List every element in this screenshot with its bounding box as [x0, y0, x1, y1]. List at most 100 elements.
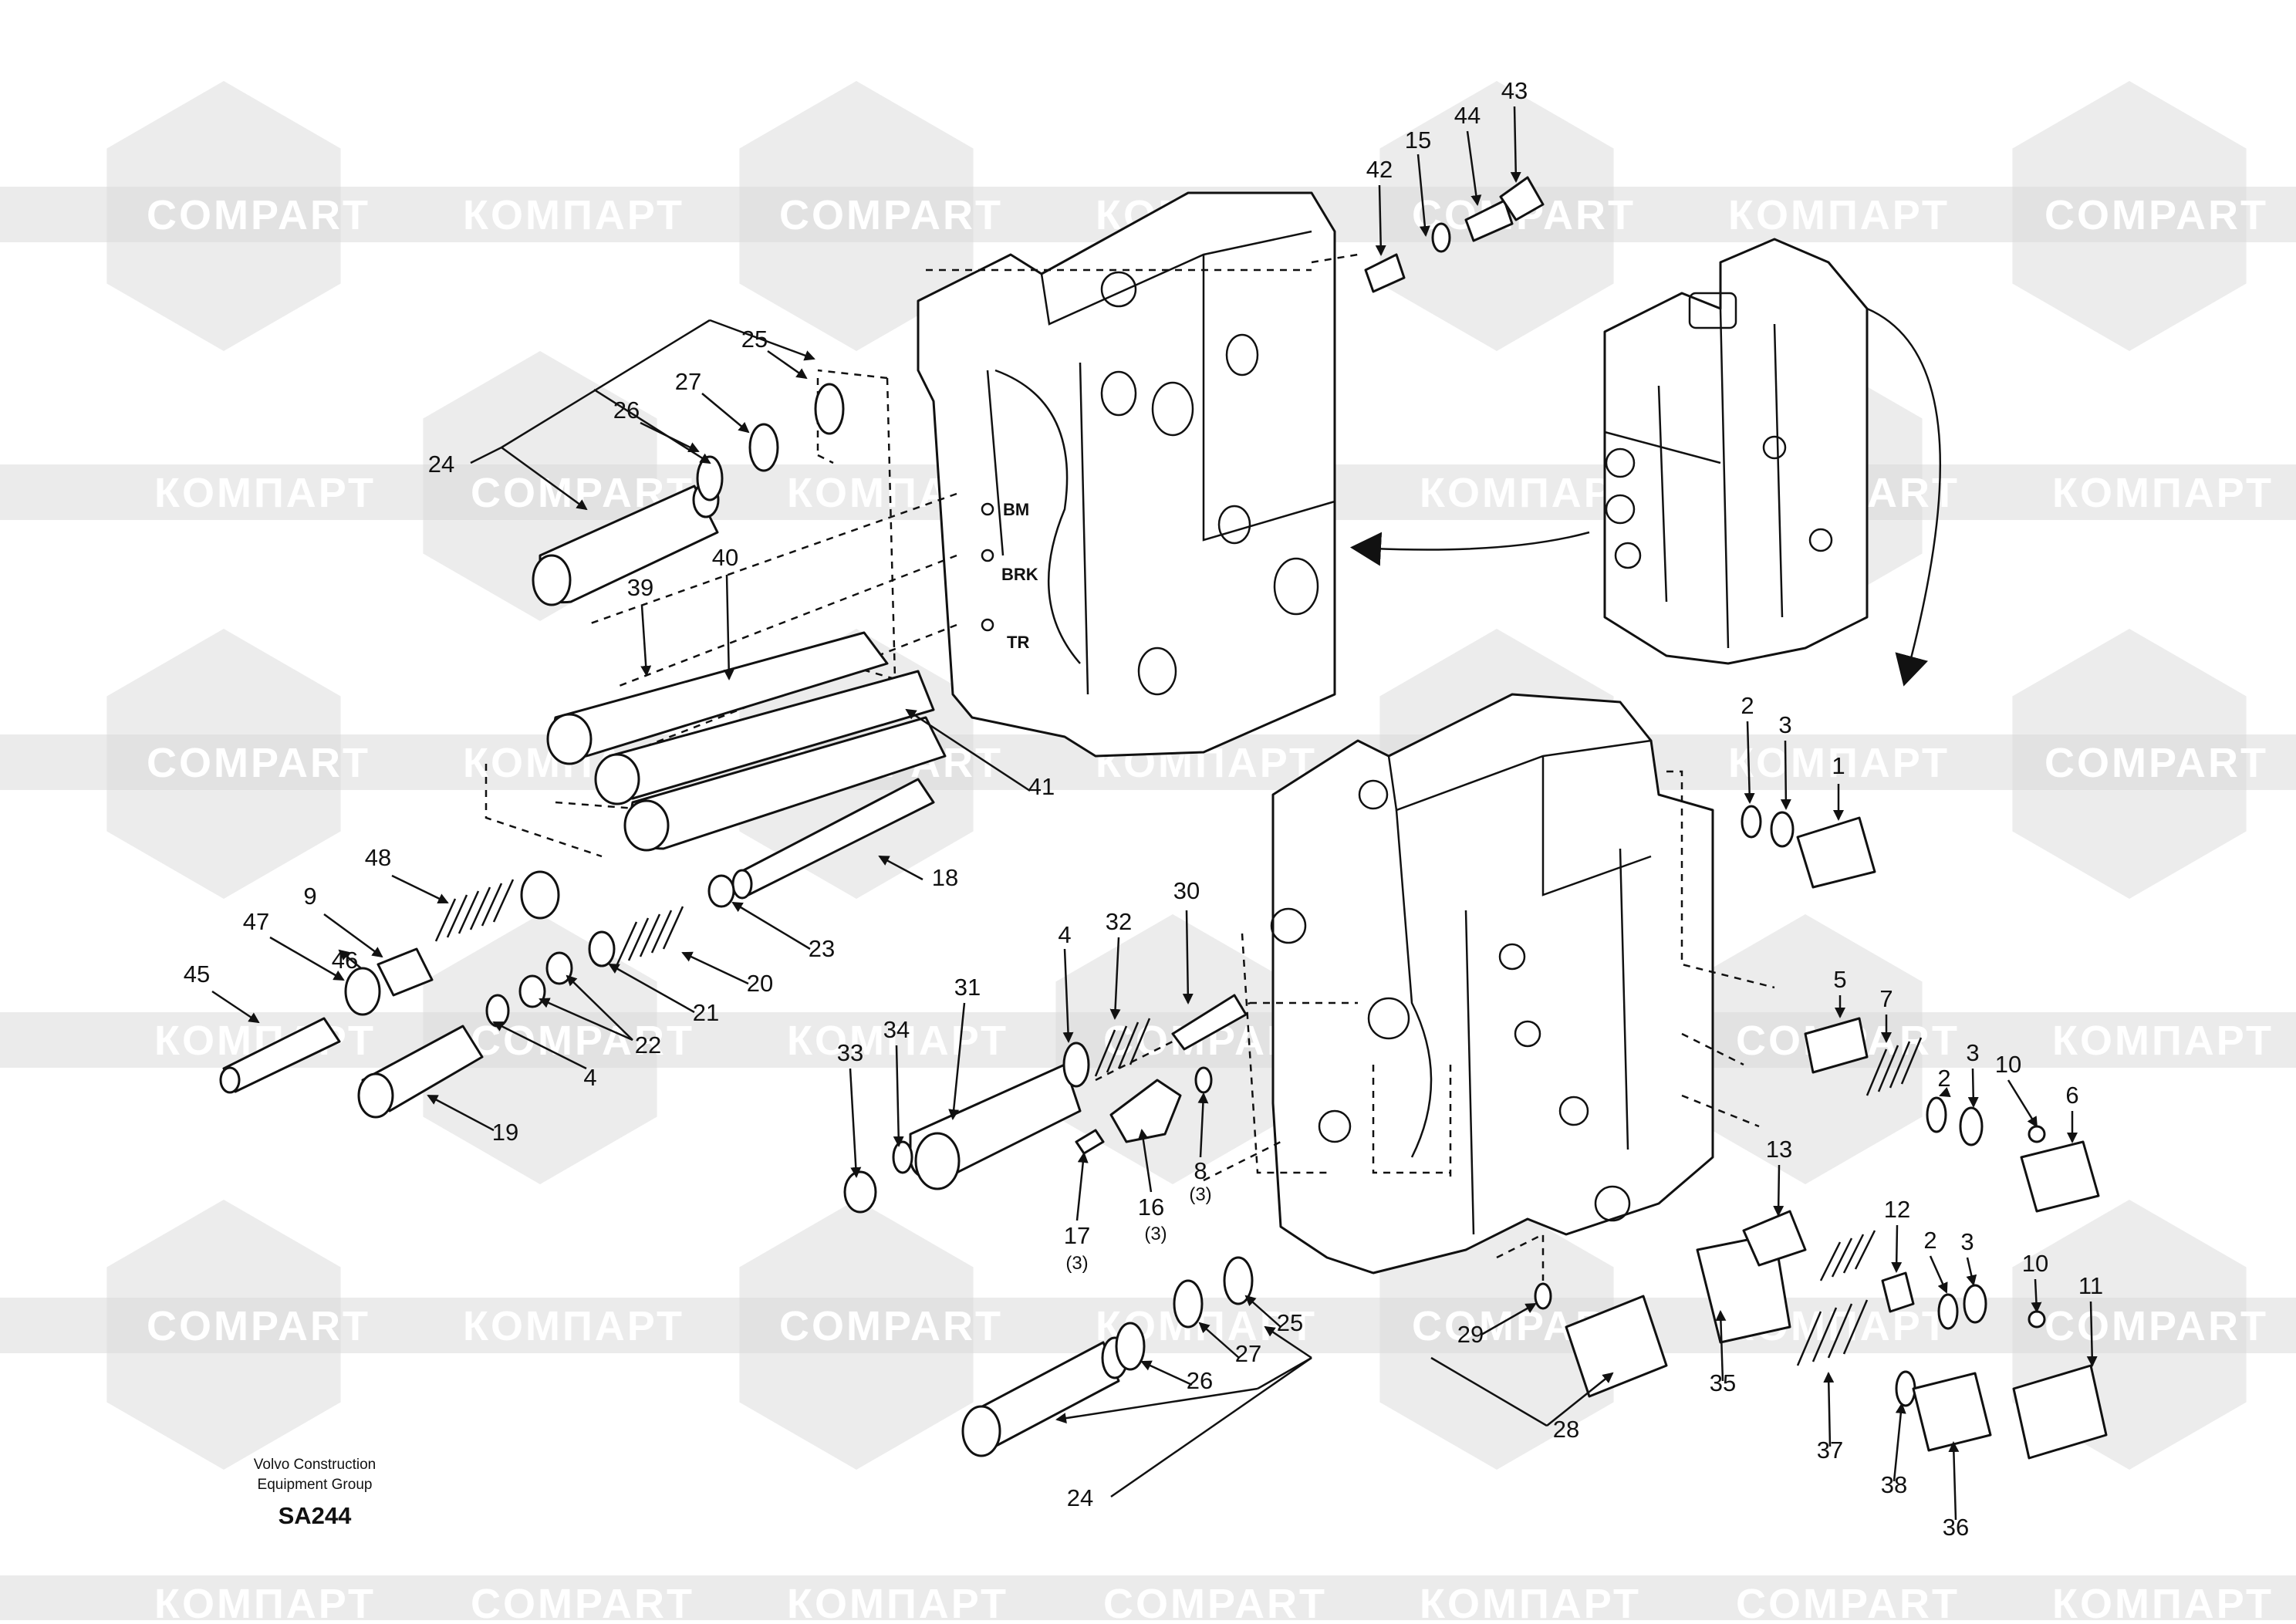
callout-label: 25: [1277, 1309, 1303, 1336]
callout-leader-line: [1773, 1164, 1784, 1217]
callout-leader-line: [1062, 948, 1074, 1043]
watermark-text: COMPART: [147, 740, 370, 786]
callout-leader-line: [731, 901, 811, 950]
callout-leader-line: [1075, 1152, 1089, 1221]
callout-label: 36: [1943, 1514, 1969, 1541]
callout-label: 15: [1405, 127, 1431, 154]
callout-leader-line: [2031, 1278, 2042, 1313]
valve-block-lower: [1270, 693, 1714, 1275]
watermark-text: COMPART: [779, 192, 1003, 238]
callout-label: (3): [1189, 1184, 1211, 1205]
dashed-guide-lines: [485, 253, 1775, 1281]
callout-leader-line: [427, 1094, 495, 1132]
credit-line-1: Volvo Construction: [254, 1457, 376, 1473]
callout-leader-line: [1481, 1302, 1537, 1336]
callout-label: 3: [1966, 1039, 1979, 1066]
callout-label: 10: [1995, 1051, 2021, 1078]
big-arrow-to-valve: [1350, 531, 1590, 566]
callout-leader-line: [905, 708, 1031, 792]
callout-label: 13: [1766, 1136, 1792, 1163]
callout-leader-line: [391, 874, 449, 904]
callout-label: 18: [932, 864, 958, 891]
callout-label: 39: [627, 574, 653, 601]
callout-label: 3: [1778, 711, 1791, 738]
callout-label: 30: [1173, 877, 1200, 904]
watermark-text: COMPART: [471, 1018, 694, 1064]
callout-label: 7: [1879, 985, 1893, 1012]
bracket-leader-line: [1264, 1325, 1312, 1359]
callout-leader-line: [1109, 937, 1121, 1020]
watermark-text: КОМПАРТ: [1420, 470, 1641, 516]
callout-leader-line: [2086, 1301, 2098, 1367]
watermark-text: КОМПАРТ: [2052, 470, 2274, 516]
drawing-code: SA244: [279, 1502, 353, 1529]
callout-label: 23: [809, 935, 835, 962]
callout-label: 42: [1366, 156, 1393, 183]
callout-leader-line: [211, 990, 260, 1024]
callout-leader-line: [1893, 1403, 1906, 1482]
callout-label: 2: [1923, 1227, 1936, 1254]
callout-leader-line: [878, 855, 923, 881]
callout-label: 27: [1235, 1340, 1261, 1367]
watermark-text: COMPART: [2044, 1303, 2268, 1349]
callout-leader-line: [1182, 910, 1194, 1004]
callout-label: 25: [741, 326, 768, 353]
watermark-text: КОМПАРТ: [787, 1581, 1008, 1620]
callout-leader-line: [1715, 1310, 1727, 1382]
watermark-text: КОМПАРТ: [154, 470, 376, 516]
callout-label: 41: [1028, 773, 1055, 800]
callout-leader-line: [1466, 130, 1482, 206]
callout-label: 16: [1138, 1194, 1164, 1221]
callout-leader-line: [893, 1045, 904, 1147]
callout-label: 20: [747, 970, 773, 997]
callout-leader-line: [1891, 1224, 1903, 1273]
callout-leader-line: [948, 1002, 966, 1120]
callout-leader-line: [849, 1068, 862, 1178]
callout-label: 17: [1064, 1222, 1090, 1249]
callout-leader-line: [608, 963, 695, 1014]
callout-label: 6: [2065, 1082, 2078, 1109]
bracket-leader-line: [501, 319, 711, 449]
callout-leader-line: [1966, 1257, 1977, 1286]
callout-leader-line: [1510, 106, 1521, 183]
bracket-leader-line: [709, 319, 815, 361]
big-arrow-to-lower-block: [1866, 307, 1942, 687]
callout-label: (3): [1065, 1253, 1088, 1274]
callout-label: 9: [303, 883, 316, 910]
port-label-tr: TR: [1007, 633, 1029, 652]
relief-valve-parts: [843, 805, 2108, 1460]
port-label-bm: BM: [1003, 500, 1029, 519]
watermark-text: КОМПАРТ: [1420, 1581, 1641, 1620]
callout-label: 31: [954, 974, 981, 1001]
valve-block-upper: BM BRK TR: [917, 191, 1336, 758]
callout-label: 47: [243, 908, 269, 935]
bracket-leader-line: [1257, 1356, 1312, 1390]
callout-leader-line: [640, 605, 652, 677]
callout-label: 27: [675, 368, 701, 395]
callout-label: 28: [1553, 1416, 1579, 1443]
callout-leader-line: [2007, 1079, 2038, 1128]
bracket-leader-line: [501, 446, 588, 511]
callout-label: 3: [1960, 1228, 1974, 1255]
callout-label: 29: [1457, 1321, 1484, 1348]
bracket-leader-line: [1055, 1387, 1258, 1424]
bracket-leader-line: [1110, 1356, 1312, 1498]
callout-label: (3): [1144, 1224, 1167, 1244]
port-label-brk: BRK: [1001, 565, 1038, 584]
bracket-leader-line: [470, 446, 502, 464]
callout-leader-line: [338, 949, 362, 969]
callout-label: 40: [712, 544, 738, 571]
callout-label: 35: [1710, 1369, 1736, 1396]
callout-leader-line: [492, 1021, 587, 1070]
callout-label: 4: [583, 1064, 596, 1091]
watermark-text: COMPART: [2044, 740, 2268, 786]
callout-leader-line: [1929, 1255, 1948, 1294]
watermark-text: КОМПАРТ: [1728, 740, 1950, 786]
callout-label: 5: [1833, 966, 1846, 993]
bracket-leader-line: [1546, 1372, 1614, 1426]
callout-label: 37: [1817, 1437, 1843, 1464]
callout-label: 1: [1832, 752, 1845, 779]
